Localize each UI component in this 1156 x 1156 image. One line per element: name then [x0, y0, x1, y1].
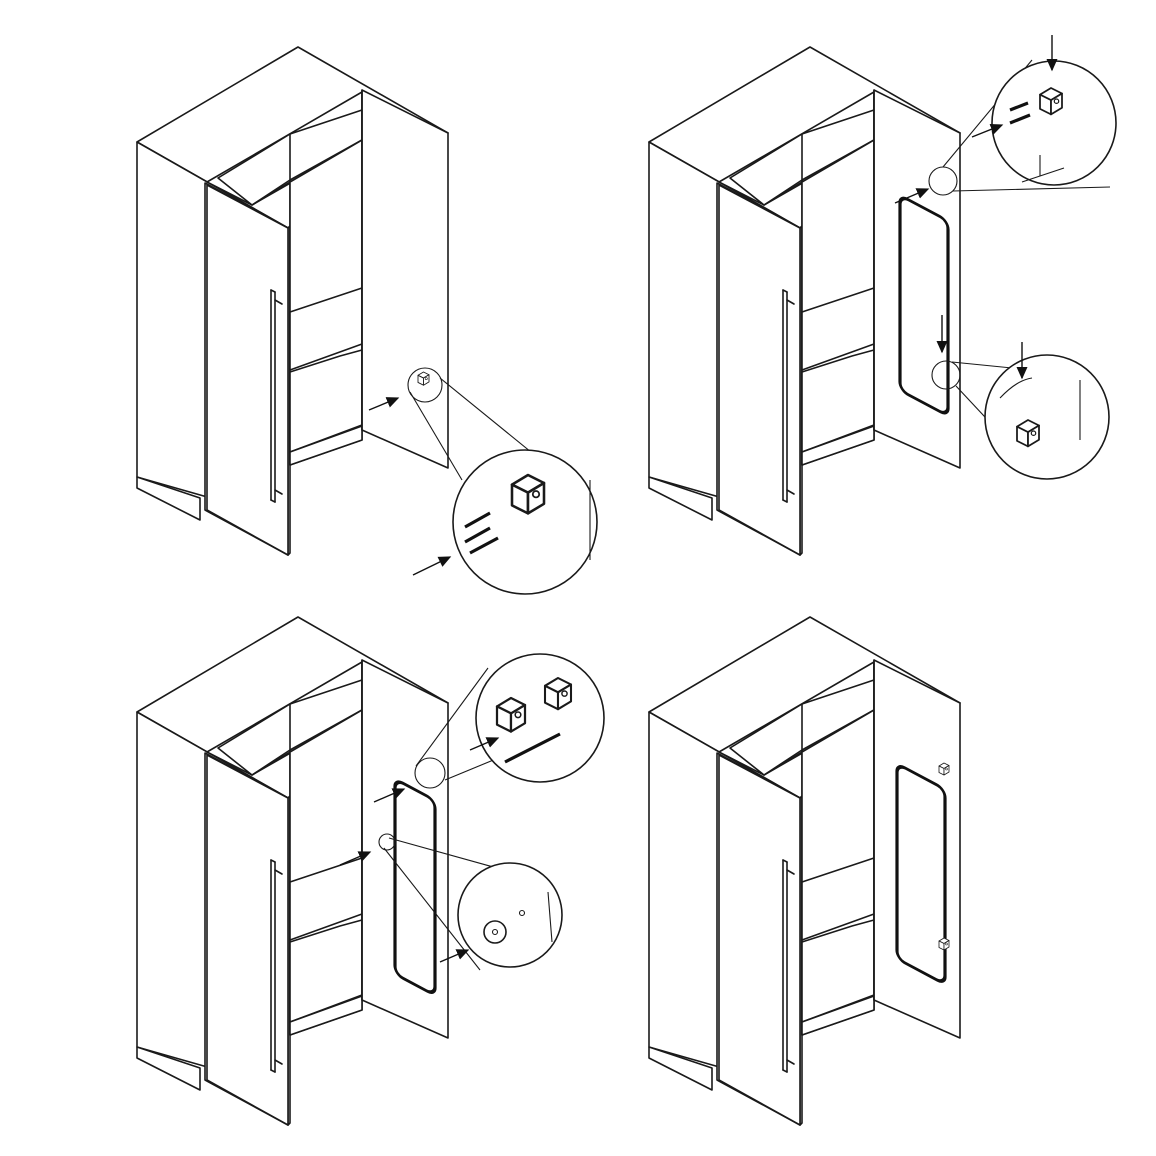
- zoom-circle-small: [407, 367, 443, 403]
- panel-2: [648, 35, 1117, 556]
- wardrobe-icon: [648, 46, 961, 556]
- zoom-circle: [475, 653, 605, 783]
- zoom-circle: [452, 449, 598, 595]
- zoom-circle: [457, 862, 563, 968]
- bracket-icon-large: [1016, 419, 1040, 448]
- zoom-circle-small: [414, 757, 446, 789]
- zoom-circle-small: [378, 833, 396, 851]
- wardrobe-icon: [136, 616, 449, 1126]
- arrow-icon: [469, 737, 500, 751]
- panel-1: [136, 46, 598, 595]
- bracket-icon: [938, 762, 950, 776]
- arrow-icon: [339, 851, 372, 866]
- wardrobe-icon: [136, 46, 449, 556]
- arrow-icon: [894, 188, 930, 204]
- bracket-icon-large: [510, 473, 546, 515]
- bracket-icon-large: [495, 696, 527, 733]
- mirror-icon: [898, 196, 950, 415]
- panel-4: [648, 616, 961, 1126]
- screw-icon: [483, 909, 526, 944]
- bracket-icon-large: [1039, 87, 1063, 116]
- zoom-circle: [984, 354, 1110, 480]
- screw-icon: [464, 511, 499, 555]
- bracket-icon: [417, 371, 430, 386]
- mirror-icon: [895, 765, 947, 983]
- arrow-icon: [373, 788, 406, 803]
- wardrobe-icon: [648, 616, 961, 1126]
- bracket-icon: [938, 937, 950, 951]
- arrow-icon: [368, 397, 400, 411]
- mirror-icon: [393, 780, 437, 994]
- arrow-icon: [971, 123, 1004, 138]
- panel-3: [136, 616, 605, 1126]
- zoom-circle-small: [931, 360, 961, 390]
- arrow-icon: [439, 949, 470, 963]
- bracket-icon-large: [543, 676, 573, 711]
- arrow-icon: [412, 556, 452, 576]
